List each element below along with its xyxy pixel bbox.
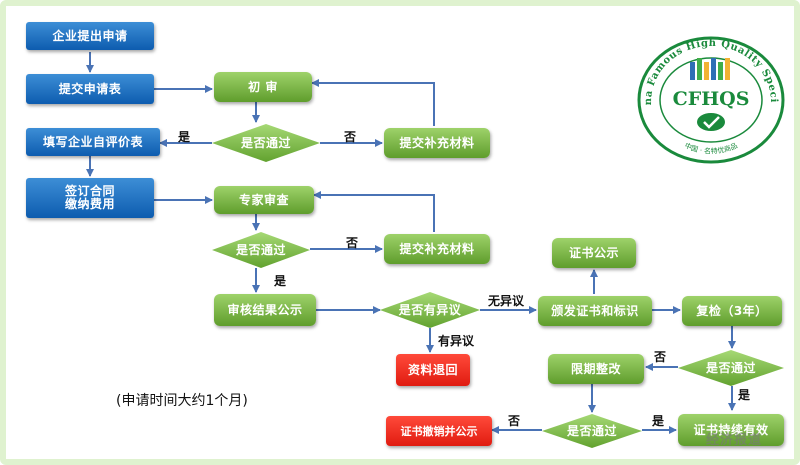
node-sign-contract: 签订合同 缴纳费用 (26, 178, 154, 218)
label-no-1: 否 (344, 130, 357, 144)
node-expert-review: 专家审查 (214, 186, 314, 214)
duration-note: (申请时间大约1个月) (116, 393, 248, 409)
edge-supp2-back (313, 191, 435, 232)
node-return-docs: 资料退回 (396, 354, 470, 386)
node-supplement-2: 提交补充材料 (384, 234, 490, 264)
logo-check-icon (697, 113, 725, 131)
logo-bars-icon (690, 58, 730, 80)
label-no-3: 否 (654, 350, 667, 364)
logo-name: CFHQS (673, 88, 750, 110)
label-yes-4: 是 (652, 414, 665, 428)
node-initial-review: 初 审 (214, 72, 312, 102)
node-apply: 企业提出申请 (26, 22, 154, 50)
watermark-text: 经济报道 (706, 433, 763, 448)
edge-supp1-back (311, 79, 435, 126)
node-submit-form: 提交申请表 (26, 74, 154, 104)
label-no-objection: 无异议 (488, 294, 525, 308)
node-keep-valid: 证书持续有效 (678, 414, 784, 446)
label-no-2: 否 (346, 236, 359, 250)
sign-line-1: 签订合同 (64, 184, 115, 198)
label-no-4: 否 (508, 414, 521, 428)
node-issue-cert: 颁发证书和标识 (538, 296, 652, 326)
label-has-objection: 有异议 (438, 334, 475, 348)
node-publicity: 审核结果公示 (214, 294, 316, 326)
node-self-eval: 填写企业自评价表 (26, 128, 160, 156)
label-yes-1: 是 (178, 130, 191, 144)
flow-edges (86, 52, 736, 434)
label-yes-2: 是 (274, 274, 287, 288)
cfhqs-logo: China Famous High Quality Specialty 中国 ·… (634, 32, 785, 164)
node-supplement-1: 提交补充材料 (384, 128, 490, 158)
label-yes-3: 是 (738, 388, 751, 402)
sign-line-2: 缴纳费用 (64, 197, 115, 211)
node-recheck: 复检（3年） (682, 296, 782, 326)
node-revoke: 证书撤销并公示 (386, 416, 492, 446)
node-cert-publicity: 证书公示 (552, 238, 636, 268)
node-rectify: 限期整改 (548, 354, 644, 384)
